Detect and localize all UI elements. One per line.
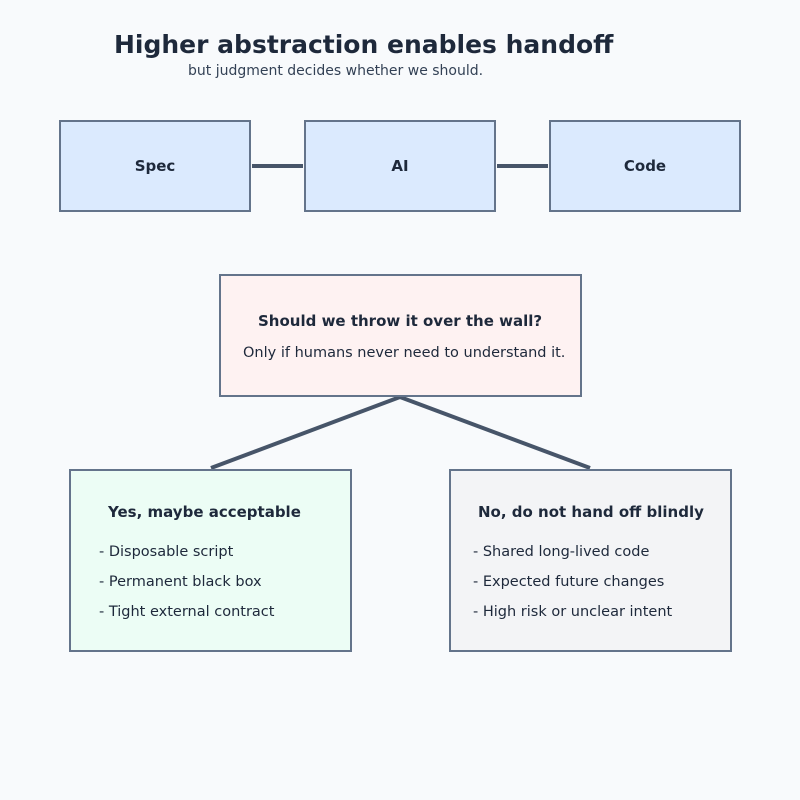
diagram-title: Higher abstraction enables handoff — [114, 30, 614, 59]
no-branch-title: No, do not hand off blindly — [478, 503, 704, 521]
list-item: - High risk or unclear intent — [473, 604, 673, 620]
list-item: - Expected future changes — [473, 574, 665, 590]
no-branch-box: No, do not hand off blindly - Shared lon… — [449, 469, 732, 652]
list-item: - Tight external contract — [99, 604, 275, 620]
ai-node: AI — [304, 120, 496, 212]
list-item: - Disposable script — [99, 544, 234, 560]
yes-branch-box: Yes, maybe acceptable - Disposable scrip… — [69, 469, 352, 652]
yes-branch-title: Yes, maybe acceptable — [108, 503, 301, 521]
ai-node-label: AI — [391, 157, 409, 175]
question-to-yes-connector — [210, 395, 401, 470]
question-title: Should we throw it over the wall? — [258, 312, 543, 330]
no-branch-list: - Shared long-lived code - Expected futu… — [473, 537, 672, 627]
code-node-label: Code — [623, 157, 667, 175]
spec-node: Spec — [59, 120, 251, 212]
list-item: - Shared long-lived code — [473, 544, 650, 560]
yes-branch-list: - Disposable script - Permanent black bo… — [99, 537, 274, 627]
question-to-no-connector — [399, 395, 591, 470]
decision-question-box: Should we throw it over the wall? Only i… — [219, 274, 582, 397]
diagram-subtitle: but judgment decides whether we should. — [188, 63, 484, 79]
spec-node-label: Spec — [134, 157, 176, 175]
list-item: - Permanent black box — [99, 574, 262, 590]
code-node: Code — [549, 120, 741, 212]
question-subtitle: Only if humans never need to understand … — [243, 345, 566, 361]
